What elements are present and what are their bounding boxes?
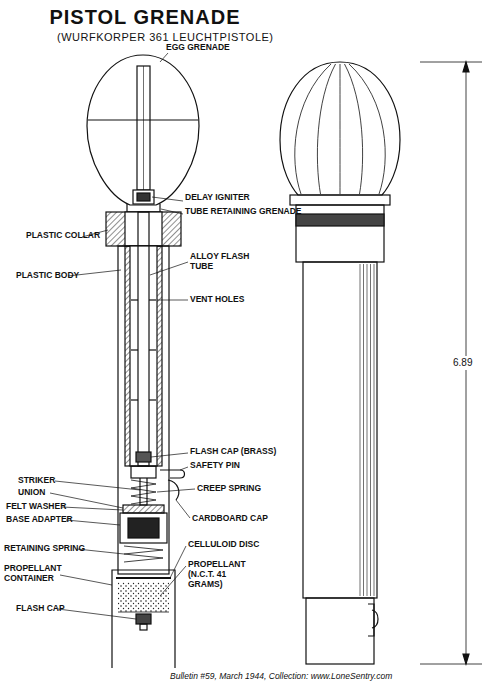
part-label: DELAY IGNITER	[185, 193, 250, 203]
dimension-value: 6.89	[453, 356, 472, 370]
part-label: STRIKER	[18, 476, 55, 486]
part-label: ALLOY FLASH TUBE	[190, 252, 252, 272]
part-label: CARDBOARD CAP	[192, 514, 268, 524]
part-label: CREEP SPRING	[197, 484, 261, 494]
part-label: SAFETY PIN	[190, 461, 240, 471]
part-label: UNION	[18, 488, 45, 498]
section-drawing	[50, 53, 199, 668]
part-label: PLASTIC BODY	[16, 271, 79, 281]
part-label: BASE ADAPTER	[6, 515, 73, 525]
title: PISTOL GRENADE	[0, 6, 290, 29]
part-label: CELLULOID DISC	[188, 540, 259, 550]
part-label: RETAINING SPRING	[4, 544, 85, 554]
exterior-view	[280, 62, 482, 664]
part-label: EGG GRENADE	[166, 43, 230, 53]
part-label: PLASTIC COLLAR	[26, 231, 100, 241]
subtitle: (WURFKORPER 361 LEUCHTPISTOLE)	[57, 31, 274, 44]
part-label: FLASH CAP	[16, 604, 65, 614]
part-label: PROPELLANT CONTAINER	[4, 564, 60, 584]
part-label: VENT HOLES	[190, 295, 244, 305]
part-label: FELT WASHER	[6, 502, 66, 512]
part-label: FLASH CAP (BRASS)	[190, 447, 276, 457]
caption: Bulletin #59, March 1944, Collection: ww…	[170, 672, 392, 682]
part-label: PROPELLANT (N.C.T. 41 GRAMS)	[188, 560, 258, 589]
part-label: TUBE RETAINING GRENADE	[185, 207, 302, 217]
